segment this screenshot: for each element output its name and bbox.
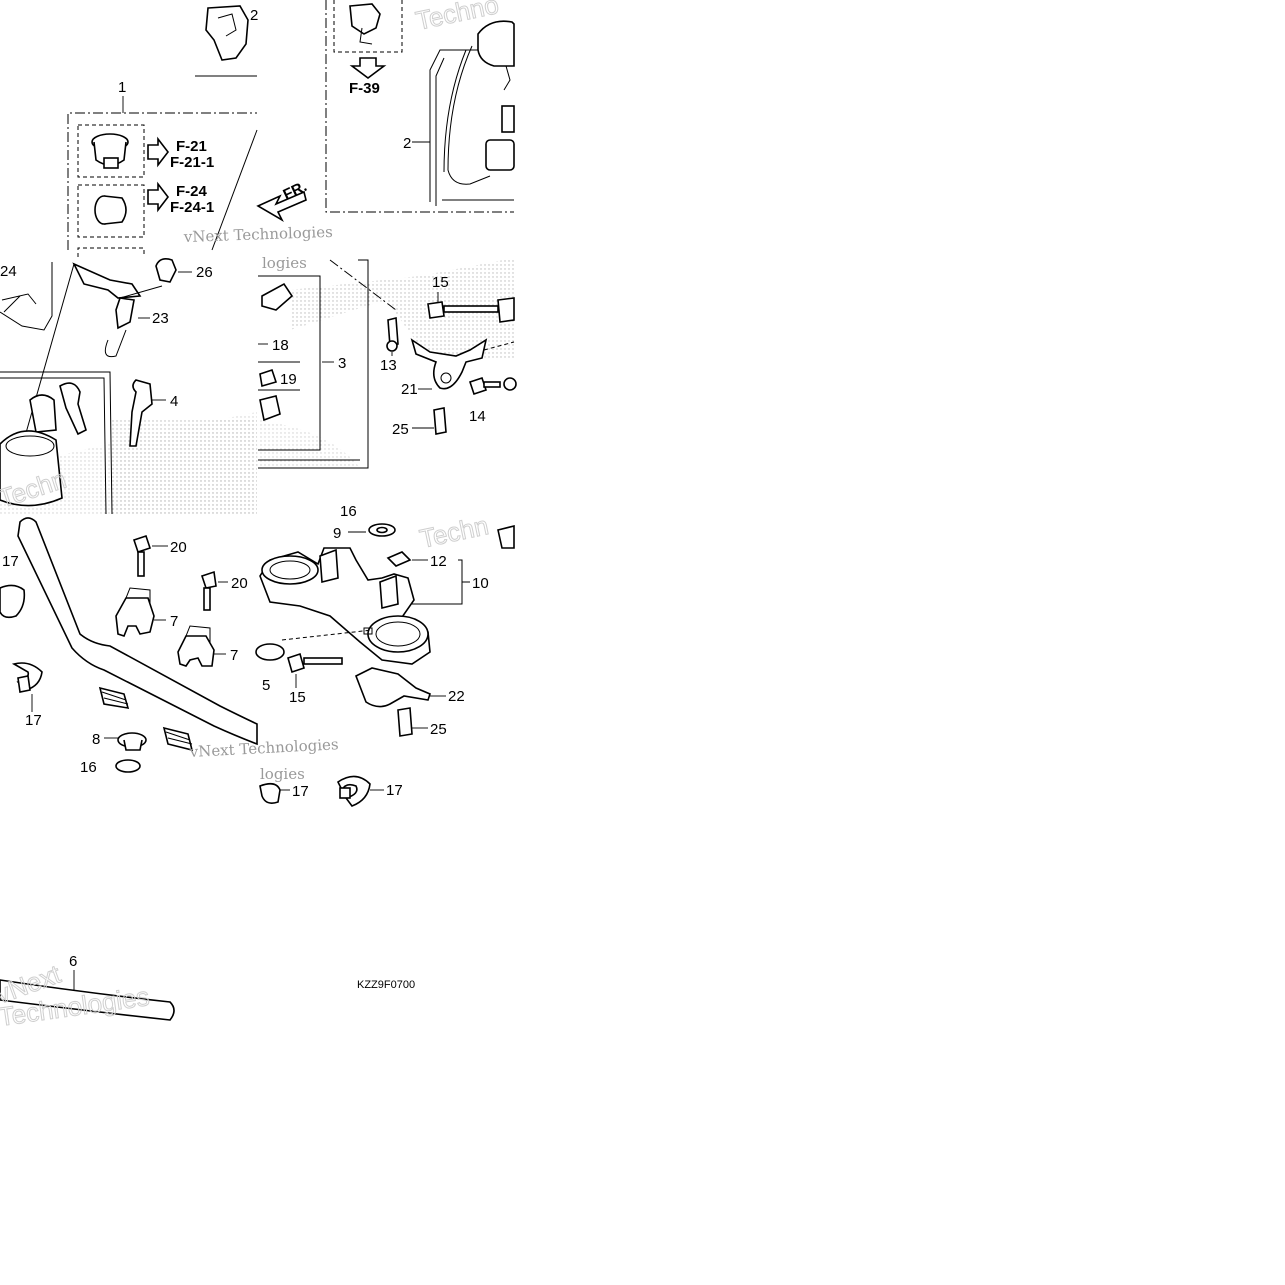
callout-8: 8: [92, 731, 100, 748]
ref-f24-1: F-24-1: [170, 199, 214, 216]
callout-20a: 20: [170, 539, 187, 556]
callout-10: 10: [472, 575, 489, 592]
callout-24: 24: [0, 263, 17, 280]
watermark-4: logies: [262, 254, 307, 272]
callout-26: 26: [196, 264, 213, 281]
tile-top-bridge: 16 9 12 10 Techn 5 15 22 25 logies: [255, 503, 515, 807]
watermark-7: logies: [260, 765, 305, 783]
tile-lock-assembly: 24 23 26 4 Techn: [0, 258, 257, 514]
callout-13: 13: [380, 357, 397, 374]
callout-5: 5: [262, 677, 270, 694]
callout-14: 14: [469, 408, 486, 425]
tile-handlebar: 17 17 20 7 20 7 8 16 vNext Technologies: [0, 517, 339, 776]
ref-f21-1: F-21-1: [170, 154, 214, 171]
tile-ignition-switch: F-39 2 FR. Techno: [256, 0, 515, 223]
callout-22: 22: [448, 688, 465, 705]
callout-9: 9: [333, 525, 341, 542]
tile-key-set: 2 1 F-21 F-21-1 F-24 F-24-1 vNext Techno…: [67, 5, 334, 257]
watermark-1: vNext Technologies: [183, 223, 334, 246]
callout-16b: 16: [340, 503, 357, 520]
callout-4: 4: [170, 393, 178, 410]
callout-1: 1: [118, 79, 126, 96]
callout-17a: 17: [2, 553, 19, 570]
callout-16a: 16: [80, 759, 97, 776]
callout-6: 6: [69, 953, 77, 970]
callout-19: 19: [280, 371, 297, 388]
callout-12: 12: [430, 553, 447, 570]
callout-2-top: 2: [250, 7, 258, 24]
callout-15b: 15: [289, 689, 306, 706]
ref-f39: F-39: [349, 80, 380, 97]
watermark-6: Techn: [417, 510, 491, 554]
tile-cable: 6 vNext Technologies: [0, 953, 175, 1032]
callout-25a: 25: [392, 421, 409, 438]
diagram-code: KZZ9F0700: [357, 979, 415, 991]
callout-21: 21: [401, 381, 418, 398]
watermark-5: vNext Technologies: [188, 735, 339, 761]
callout-25b: 25: [430, 721, 447, 738]
callout-17c: 17: [292, 783, 309, 800]
callout-17d: 17: [386, 782, 403, 799]
ref-f24: F-24: [176, 183, 208, 200]
callout-2: 2: [403, 135, 411, 152]
callout-23: 23: [152, 310, 169, 327]
callout-18: 18: [272, 337, 289, 354]
callout-17b: 17: [25, 712, 42, 729]
tile-harness-bolts: logies 3 18 19 13 15 21 25 14: [257, 254, 517, 469]
callout-15a: 15: [432, 274, 449, 291]
ref-f21: F-21: [176, 138, 207, 155]
callout-20b: 20: [231, 575, 248, 592]
callout-7a: 7: [170, 613, 178, 630]
callout-3: 3: [338, 355, 346, 372]
callout-7b: 7: [230, 647, 238, 664]
